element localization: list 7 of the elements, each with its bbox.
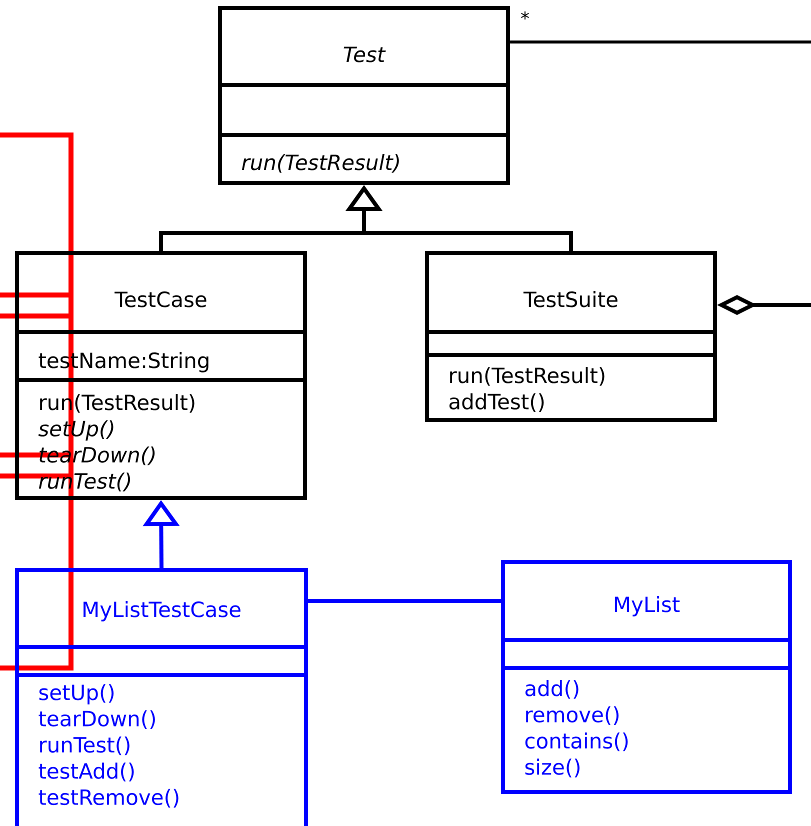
class-box: Test run(TestResult) xyxy=(218,6,510,185)
class-box: TestSuite run(TestResult) addTest() xyxy=(425,251,717,422)
association-line xyxy=(510,40,811,44)
multiplicity-label: * xyxy=(521,11,529,20)
class-box: MyListTestCase setUp() tearDown() runTest() testAdd() testRemove() xyxy=(15,568,308,826)
class-box: MyList add() remove() contains() size() xyxy=(501,560,792,794)
association-line xyxy=(308,599,501,603)
